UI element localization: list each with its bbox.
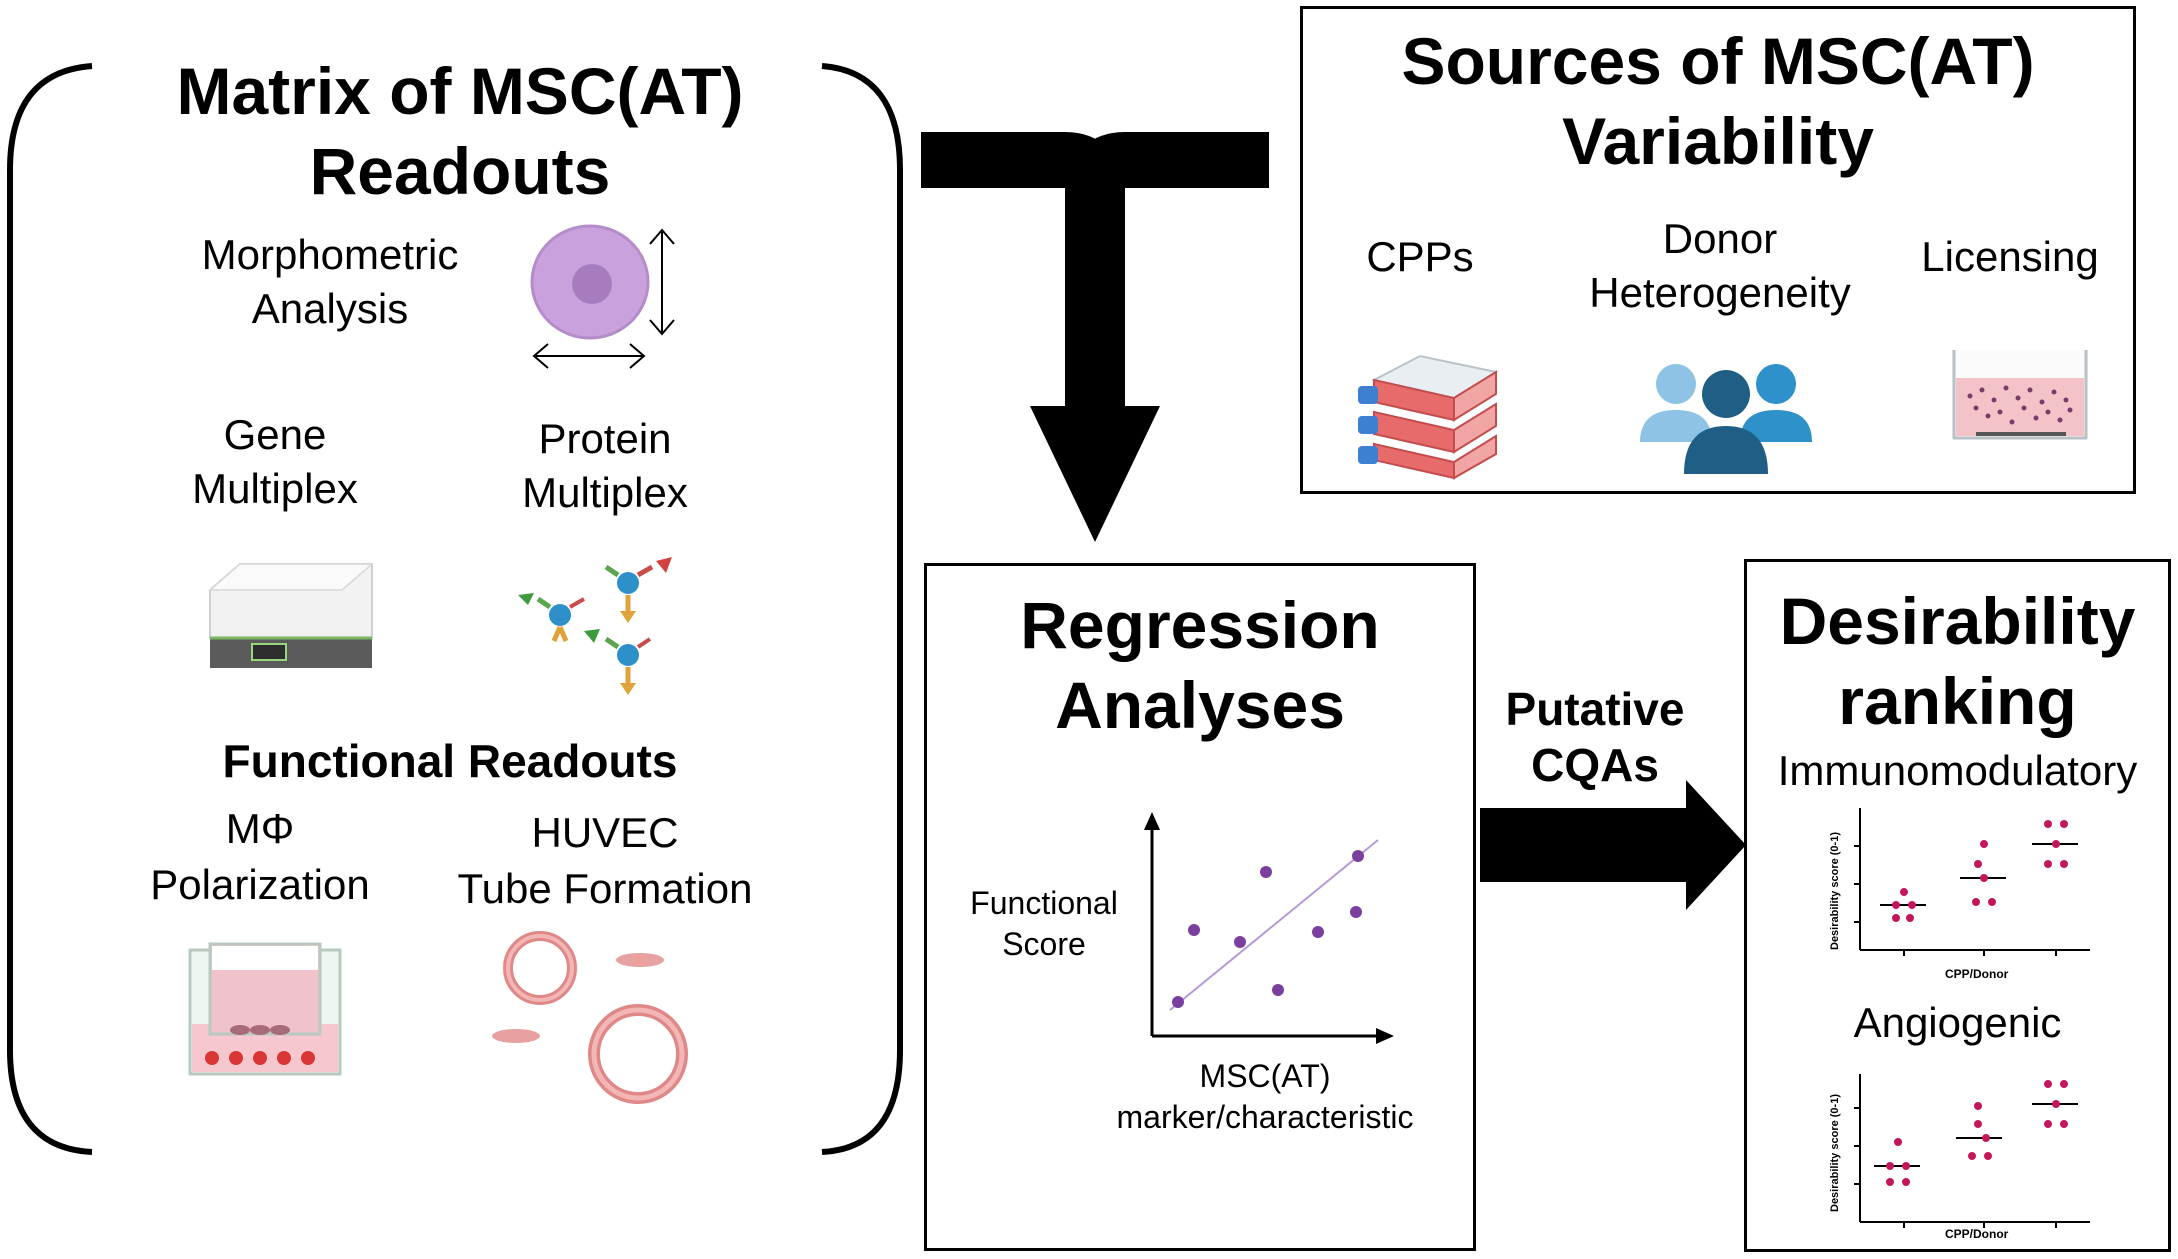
immuno-ylabel: Desirability score (0-1) [1829,832,1841,950]
regression-xlabel-line1: MSC(AT) [1199,1058,1331,1094]
donors-people-icon [1640,364,1812,474]
left-bracket-frame [7,63,903,1155]
scatter-point [1352,850,1364,862]
licensing-label: Licensing [1921,233,2099,280]
arrow-label-line2: CQAs [1531,739,1659,791]
scatter-point [1260,866,1272,878]
huvec-label-line2: Tube Formation [457,865,753,912]
angio-xlabel: CPP/Donor [1945,1227,2009,1241]
mphi-label-line2: Polarization [150,861,370,908]
morphometric-label-line1: Morphometric [201,231,459,278]
desirability-title-line2: ranking [1838,664,2077,738]
scatter-point [1234,936,1246,948]
arrow-label-line1: Putative [1505,683,1685,735]
cell-morphology-icon [530,224,675,369]
licensing-well-icon [1952,350,2088,440]
functional-readouts-title: Functional Readouts [222,735,678,787]
desirability-title-line1: Desirability [1779,584,2136,658]
regression-trend-line [1169,839,1379,1011]
protein-label-line2: Multiplex [522,469,688,516]
immuno-dot-plot: Desirability score (0-1) CPP/Donor [1829,808,2090,981]
merge-arrow [921,132,1269,542]
culture-flasks-icon [1358,354,1499,480]
regression-title-line1: Regression [1020,588,1380,662]
immuno-title: Immunomodulatory [1777,747,2138,794]
desirability-panel [1744,559,2171,1252]
right-bracket [821,63,903,1155]
sources-title-line2: Variability [1562,104,1874,178]
left-title-line1: Matrix of MSC(AT) [176,54,744,128]
gene-label-line1: Gene [223,411,327,458]
angio-title: Angiogenic [1853,999,2062,1046]
gene-label-line2: Multiplex [192,465,358,512]
angio-dot-plot: Desirability score (0-1) CPP/Donor [1829,1074,2090,1241]
donor-label-line1: Donor [1662,215,1778,262]
regression-ylabel-line1: Functional [970,885,1118,921]
morphometric-label-line2: Analysis [251,285,409,332]
transwell-polarization-icon [188,942,342,1076]
regression-title-line2: Analyses [1055,668,1345,742]
scatter-point [1172,996,1184,1008]
regression-ylabel-line2: Score [1002,926,1086,962]
huvec-label-line1: HUVEC [531,809,679,856]
regression-xlabel-line2: marker/characteristic [1116,1099,1414,1135]
sources-title-line1: Sources of MSC(AT) [1401,24,2035,98]
regression-panel [924,563,1476,1251]
immuno-xlabel: CPP/Donor [1945,967,2009,981]
scatter-point [1188,924,1200,936]
cqa-arrow [1480,780,1746,910]
cpps-label: CPPs [1366,233,1474,280]
gene-multiplex-instrument-icon [207,563,375,668]
donor-label-line2: Heterogeneity [1589,269,1851,316]
scatter-point [1350,906,1362,918]
regression-scatter-plot [1144,812,1394,1044]
left-title-line2: Readouts [309,134,611,208]
protein-multiplex-antibody-icon [518,557,672,695]
angio-ylabel: Desirability score (0-1) [1829,1094,1841,1212]
protein-label-line1: Protein [538,415,672,462]
scatter-point [1272,984,1284,996]
tube-formation-icon [492,931,688,1104]
left-bracket [7,63,93,1155]
mphi-label-line1: MΦ [225,805,295,852]
scatter-point [1312,926,1324,938]
